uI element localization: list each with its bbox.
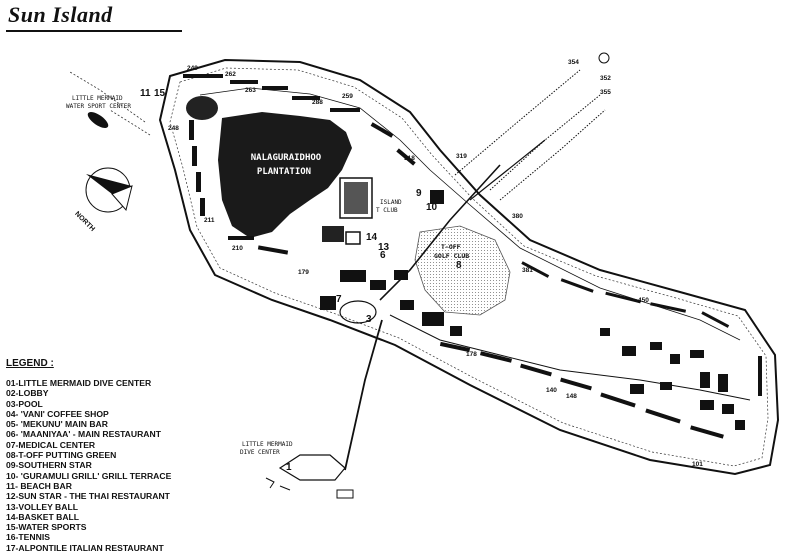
facility-marker: 8 <box>456 260 462 271</box>
legend-item: 10- 'GURAMULI GRILL' GRILL TERRACE <box>6 470 172 481</box>
villa-row-east <box>521 261 762 396</box>
central-building-cluster <box>320 190 462 336</box>
dive-center-platform <box>278 454 346 481</box>
room-number: 211 <box>204 217 215 224</box>
legend-item: 05- 'MEKUNU' MAIN BAR <box>6 419 108 430</box>
facility-marker: 15 <box>154 88 166 99</box>
plantation-label-1: NALAGURAIDHOO <box>251 153 322 163</box>
room-number: 380 <box>512 213 523 220</box>
legend-item: 07-MEDICAL CENTER <box>6 439 96 450</box>
room-number: 248 <box>168 125 179 132</box>
water-sport-boat <box>87 111 109 129</box>
facility-marker: 1 <box>286 462 292 473</box>
legend-item: 16-TENNIS <box>6 532 50 543</box>
legend-item: 12-SUN STAR - THE THAI RESTAURANT <box>6 491 170 502</box>
sport-club-field <box>339 177 373 219</box>
dive-jetty <box>344 319 383 471</box>
facility-marker: 6 <box>380 250 386 261</box>
legend-item: 04- 'VANI' COFFEE SHOP <box>6 408 109 419</box>
room-number: 140 <box>546 387 557 394</box>
room-number: 450 <box>638 297 649 304</box>
facility-marker: 3 <box>366 314 372 325</box>
legend-title: LEGEND : <box>6 358 54 369</box>
plantation-area <box>218 112 352 238</box>
map-title: Sun Island <box>8 2 113 27</box>
legend-item: 14-BASKET BALL <box>6 511 80 522</box>
south-road <box>389 314 751 401</box>
legend-item: 15-WATER SPORTS <box>6 522 87 533</box>
pool <box>339 300 377 324</box>
island-inner-shore <box>169 67 769 467</box>
villa-row-north <box>183 74 416 166</box>
room-number: 262 <box>225 71 236 78</box>
volley-ball-court <box>345 231 361 245</box>
golf-club-area <box>414 225 511 316</box>
main-road <box>379 164 501 301</box>
room-number: 288 <box>312 99 323 106</box>
golf-label-1: T-OFF <box>441 243 461 251</box>
facility-marker: 9 <box>416 188 422 199</box>
basket-ball-court <box>322 226 344 242</box>
room-number: 178 <box>466 351 477 358</box>
room-number: 259 <box>342 93 353 100</box>
room-number: 355 <box>600 89 611 96</box>
facility-marker: 11 <box>140 88 151 99</box>
island-outline <box>158 58 780 476</box>
pond <box>186 96 218 120</box>
dive-boat <box>336 489 354 499</box>
sport-club-label-2: T CLUB <box>376 207 398 214</box>
north-arrow-icon: NORTH <box>73 167 133 233</box>
facility-marker: 13 <box>378 242 390 253</box>
water-villa-jetty-1 <box>454 69 581 176</box>
legend-item: 08-T-OFF PUTTING GREEN <box>6 450 117 461</box>
facility-marker: 7 <box>336 294 342 305</box>
room-number: 318 <box>404 155 415 162</box>
water-sport-label-2: WATER SPORT CENTER <box>66 103 131 110</box>
room-number: 352 <box>600 75 611 82</box>
villa-row-south <box>439 341 724 439</box>
room-number: 249 <box>187 65 198 72</box>
plantation-label-2: PLANTATION <box>257 167 311 177</box>
room-number-labels: 249 262 263 288 259 318 319 354 352 355 380 381 450 2… <box>168 59 703 468</box>
room-number: 210 <box>232 245 243 252</box>
east-building-cluster <box>600 328 745 430</box>
north-label: NORTH <box>73 210 96 233</box>
water-villa-jetty-2 <box>489 94 601 191</box>
water-villa-jetty-3 <box>499 109 606 201</box>
legend-item: 01-LITTLE MERMAID DIVE CENTER <box>6 378 152 388</box>
room-number: 148 <box>566 393 577 400</box>
water-sport-label-1: LITTLE MERMAID <box>72 95 123 102</box>
facility-marker: 10 <box>426 202 438 213</box>
marker-12-reef <box>598 52 610 64</box>
room-number: 319 <box>456 153 467 160</box>
facility-marker: 14 <box>366 232 378 243</box>
legend-item: 09-SOUTHERN STAR <box>6 460 92 471</box>
title-underline <box>6 30 182 32</box>
room-number: 179 <box>298 269 309 276</box>
sport-club-court <box>344 182 368 214</box>
sport-club-label-1: ISLAND <box>380 199 402 206</box>
room-number: 354 <box>568 59 579 66</box>
legend-item: 17-ALPONTILE ITALIAN RESTAURANT <box>6 542 164 553</box>
dive-label-1: LITTLE MERMAID <box>242 441 293 448</box>
legend-item: 03-POOL <box>6 398 43 409</box>
room-number: 381 <box>522 267 533 274</box>
legend-item: 13-VOLLEY BALL <box>6 501 78 512</box>
dive-label-2: DIVE CENTER <box>240 449 280 456</box>
golf-label-2: GOLF CLUB <box>434 252 469 260</box>
room-number: 101 <box>692 461 703 468</box>
legend-item: 06- 'MAANIYAA' - MAIN RESTAURANT <box>6 429 161 440</box>
dive-coral <box>265 477 291 491</box>
water-villa-spine <box>469 139 546 201</box>
legend-item: 11- BEACH BAR <box>6 480 72 491</box>
villa-row-west <box>189 120 289 255</box>
room-number: 263 <box>245 87 256 94</box>
legend-item: 02-LOBBY <box>6 388 49 399</box>
